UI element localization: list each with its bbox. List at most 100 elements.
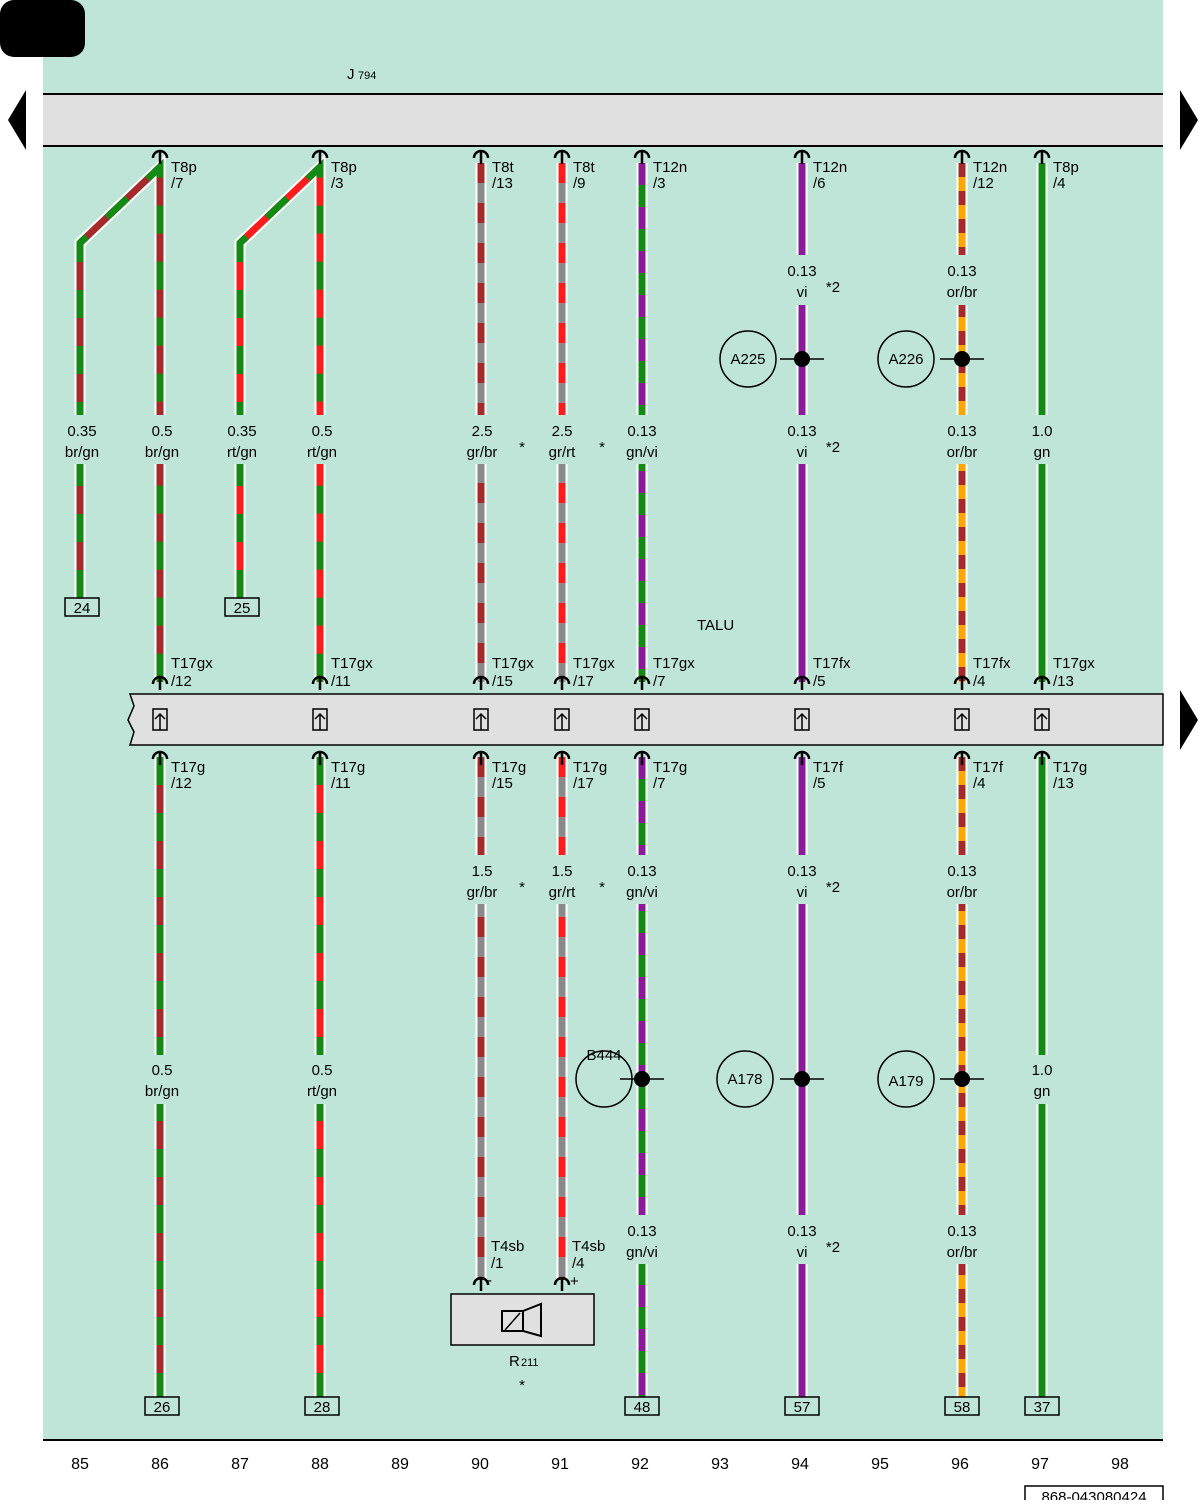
lower-coupling-name-96: T17f xyxy=(973,759,1004,776)
column-number-91: 91 xyxy=(551,1456,569,1473)
lower-coupling-pin-label-92: /7 xyxy=(653,775,666,792)
label-gap-14 xyxy=(630,855,654,904)
wire-size-w8: 0.13 xyxy=(787,263,816,280)
r211-subscript: 211 xyxy=(521,1357,539,1369)
speaker-cone-icon xyxy=(522,1302,542,1338)
label-gap-10 xyxy=(790,255,814,305)
column-number-86: 86 xyxy=(151,1456,169,1473)
upper-coupling-pin-label-88: /11 xyxy=(331,673,351,690)
wire-color-w4: rt/gn xyxy=(307,444,337,461)
column-number-95: 95 xyxy=(871,1456,889,1473)
ref-25-label: 25 xyxy=(234,600,251,617)
wire-size-w17: 0.13 xyxy=(947,863,976,880)
splice-A178-dot xyxy=(794,1071,810,1087)
column-number-87: 87 xyxy=(231,1456,249,1473)
label-gap-22 xyxy=(950,1215,974,1264)
left-arrow-icon[interactable] xyxy=(8,90,26,150)
wire-color-w15: gn/vi xyxy=(626,884,658,901)
top-connector-name-94: T12n xyxy=(813,159,847,176)
splice-A225-ring xyxy=(719,330,777,388)
upper-coupling-name-94: T17fx xyxy=(813,655,851,672)
ref-26-label: 26 xyxy=(154,1399,171,1416)
talu-label: TALU xyxy=(697,617,734,634)
wire-color-w20: gn xyxy=(1034,1083,1051,1100)
wire-note-w13: * xyxy=(519,879,525,896)
wire-size-w21: 0.13 xyxy=(627,1223,656,1240)
column-number-94: 94 xyxy=(791,1456,809,1473)
ref-58-label: 58 xyxy=(954,1399,971,1416)
splice-A178-label: A178 xyxy=(727,1071,762,1088)
ref-24-box xyxy=(64,597,100,617)
j794-label: J xyxy=(347,66,355,83)
wire-color-w2: br/gn xyxy=(145,444,179,461)
wire-color-w1: br/gn xyxy=(65,444,99,461)
coupling-socket-chevron-92 xyxy=(636,712,648,720)
upper-coupling-pin-label-97: /13 xyxy=(1053,673,1074,690)
wire-color-w13: gr/br xyxy=(467,884,498,901)
wire-color-w6: gr/rt xyxy=(549,444,577,461)
lower-coupling-pin-label-86: /12 xyxy=(171,775,192,792)
upper-coupling-name-88: T17gx xyxy=(331,655,373,672)
wire-note-w14: * xyxy=(599,879,605,896)
wire-size-w5: 2.5 xyxy=(472,423,493,440)
wire-size-w1: 0.35 xyxy=(67,423,96,440)
splice-A225-dot xyxy=(794,351,810,367)
label-gap-9 xyxy=(1030,415,1054,464)
splice-A226-dot xyxy=(954,351,970,367)
wire-note-w22: *2 xyxy=(826,1239,840,1256)
doc-number: 868-043080424 xyxy=(1041,1489,1146,1500)
wire-size-w7: 0.13 xyxy=(627,423,656,440)
upper-coupling-name-90: T17gx xyxy=(492,655,534,672)
label-gap-12 xyxy=(469,855,493,904)
ref-24-label: 24 xyxy=(74,600,91,617)
ref-28-box xyxy=(304,1396,340,1416)
right-arrow-coupling-icon[interactable] xyxy=(1180,690,1198,750)
splice-A179-ring xyxy=(877,1050,935,1108)
splice-A179-label: A179 xyxy=(888,1073,923,1090)
wire-size-w18: 0.5 xyxy=(152,1062,173,1079)
wire-size-w4: 0.5 xyxy=(312,423,333,440)
wire-color-w3: rt/gn xyxy=(227,444,257,461)
top-connector-name-86: T8p xyxy=(171,159,197,176)
ref-28-label: 28 xyxy=(314,1399,331,1416)
wire-color-w5: gr/br xyxy=(467,444,498,461)
r211-pin-4-label: /4 xyxy=(572,1255,585,1272)
wire-size-w2: 0.5 xyxy=(152,423,173,440)
label-gap-8 xyxy=(950,415,974,464)
upper-coupling-name-92: T17gx xyxy=(653,655,695,672)
ref-57-box xyxy=(784,1396,820,1416)
ref-25-box xyxy=(224,597,260,617)
column-number-98: 98 xyxy=(1111,1456,1129,1473)
top-connector-pin-92: /3 xyxy=(653,175,666,192)
right-arrow-icon[interactable] xyxy=(1180,90,1198,150)
top-connector-name-91: T8t xyxy=(573,159,596,176)
wires xyxy=(68,154,1054,1398)
lower-coupling-name-86: T17g xyxy=(171,759,205,776)
wire-size-w20: 1.0 xyxy=(1032,1062,1053,1079)
wire-color-w23: or/br xyxy=(947,1244,978,1261)
lower-coupling-name-90: T17g xyxy=(492,759,526,776)
label-gap-19 xyxy=(1030,1055,1054,1104)
top-connector-pin-91: /9 xyxy=(573,175,586,192)
upper-coupling-name-96: T17fx xyxy=(973,655,1011,672)
top-connector-pin-88: /3 xyxy=(331,175,344,192)
upper-coupling-pin-label-86: /12 xyxy=(171,673,192,690)
wire-note-w9: *2 xyxy=(826,439,840,456)
column-number-85: 85 xyxy=(71,1456,89,1473)
lower-coupling-name-91: T17g xyxy=(573,759,607,776)
wire-color-w18: br/gn xyxy=(145,1083,179,1100)
page-tab xyxy=(0,0,85,57)
lower-coupling-name-94: T17f xyxy=(813,759,844,776)
lower-coupling-name-92: T17g xyxy=(653,759,687,776)
label-gap-21 xyxy=(790,1215,814,1264)
lower-coupling-pin-label-94: /5 xyxy=(813,775,826,792)
wire-size-w6: 2.5 xyxy=(552,423,573,440)
wire-color-w8: vi xyxy=(797,284,808,301)
wire-note-w5: * xyxy=(519,439,525,456)
ref-26-box xyxy=(144,1396,180,1416)
top-connector-name-96: T12n xyxy=(973,159,1007,176)
lower-coupling-pin-label-96: /4 xyxy=(973,775,986,792)
wire-color-w16: vi xyxy=(797,884,808,901)
wire-size-w23: 0.13 xyxy=(947,1223,976,1240)
